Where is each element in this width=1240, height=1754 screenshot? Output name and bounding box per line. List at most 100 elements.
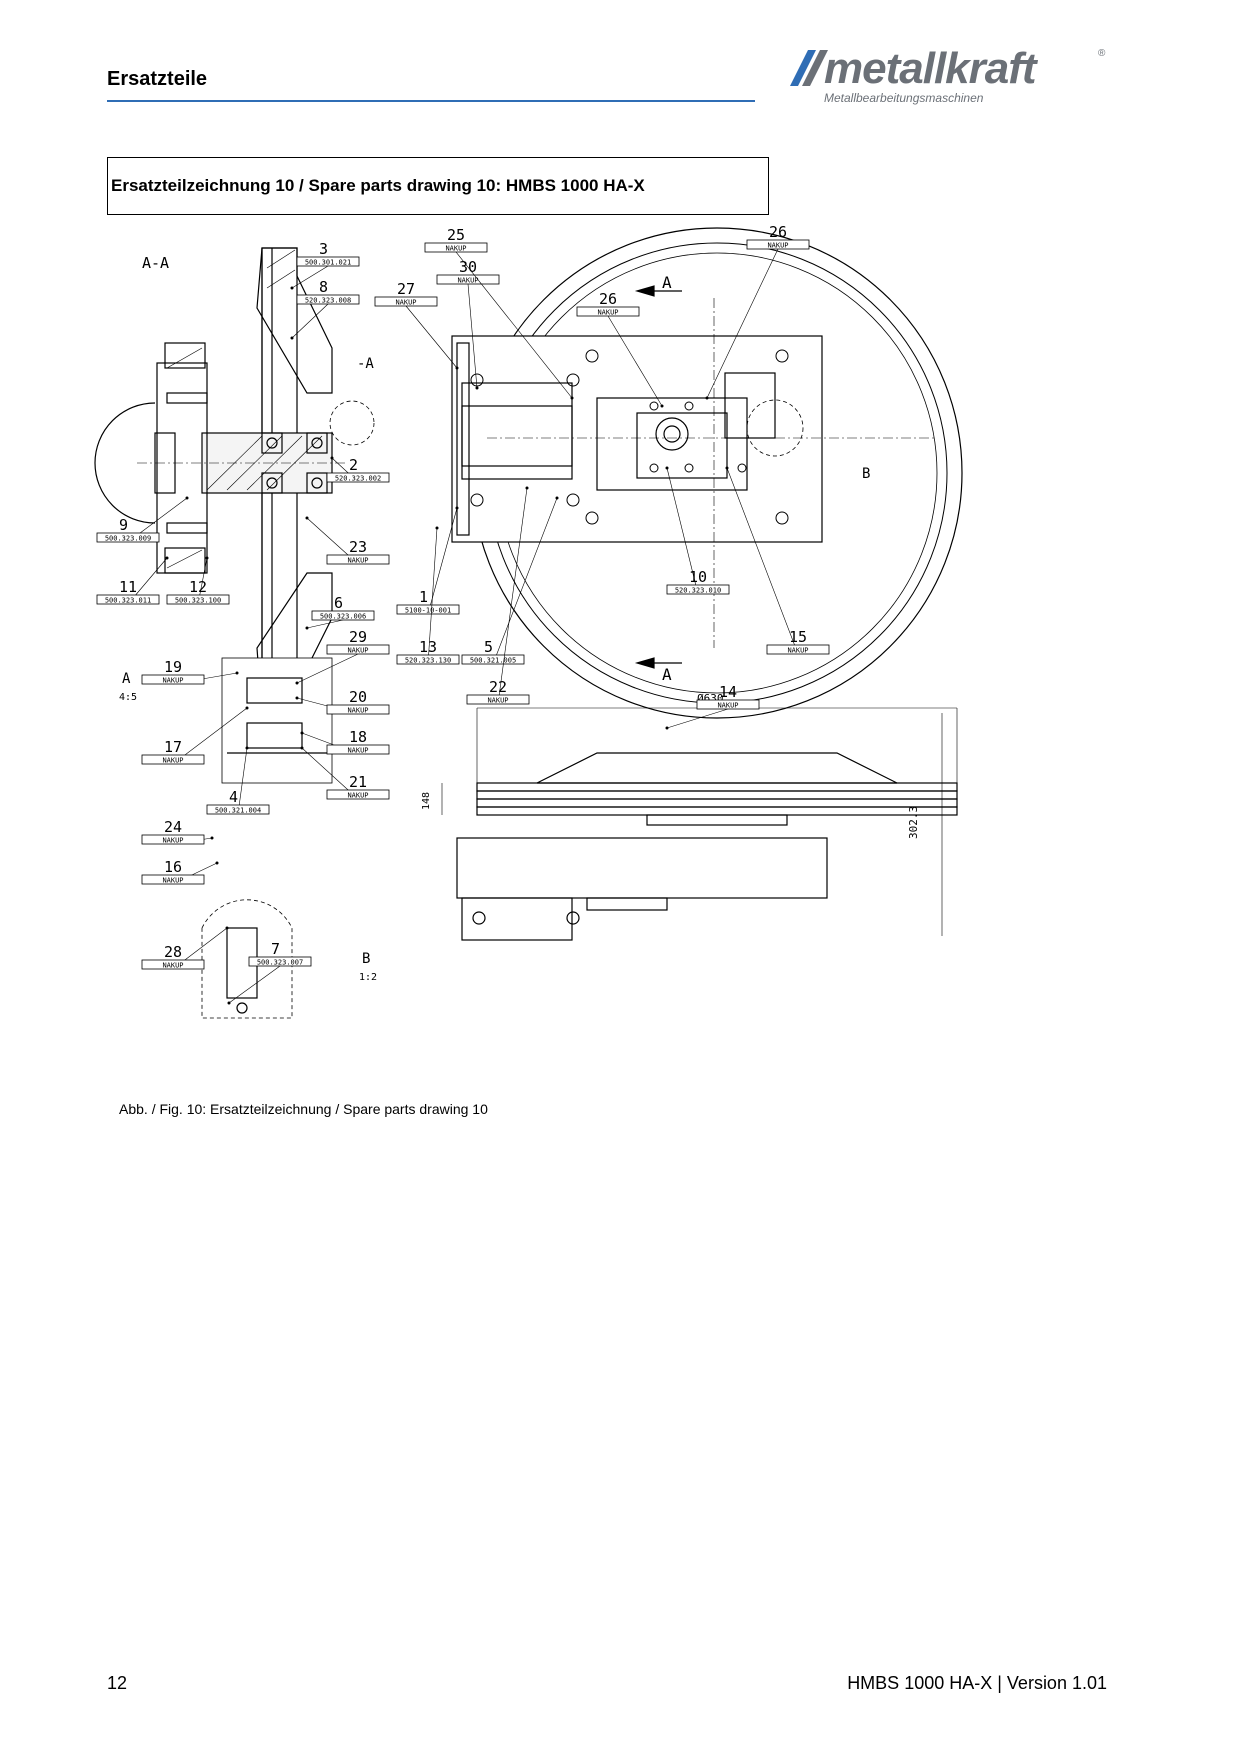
logo-tagline: Metallbearbeitungsmaschinen — [824, 91, 984, 105]
callout-number: 16 — [164, 858, 182, 876]
callout-code-box — [96, 532, 160, 543]
callout-code: NAKUP — [487, 697, 508, 705]
callout-code-box — [141, 754, 205, 765]
callout-code-box — [326, 789, 390, 800]
callout-leader-dot — [235, 671, 239, 675]
callout-number: 26 — [769, 223, 787, 241]
callout-code: NAKUP — [347, 557, 368, 565]
callout-code-box — [326, 704, 390, 715]
callout-leader — [726, 467, 799, 655]
callout-leader-dot — [705, 396, 709, 400]
callout-leader-dot — [725, 466, 729, 470]
callout-leader-dot — [455, 366, 459, 370]
callout-number: 24 — [164, 818, 182, 836]
callout-number: 1 — [419, 588, 428, 606]
callout-code: NAKUP — [347, 707, 368, 715]
drawing-svg: A-A -A — [94, 223, 963, 1019]
callout-code: NAKUP — [347, 647, 368, 655]
callout-code-box — [696, 699, 760, 710]
cut-marker-bottom: A — [662, 665, 672, 684]
callout-code-box — [746, 239, 810, 250]
dim-side: 148 — [421, 792, 432, 810]
callout-leader-dot — [210, 836, 214, 840]
callout-leader-dot — [525, 486, 529, 490]
document-version: HMBS 1000 HA-X | Version 1.01 — [847, 1673, 1107, 1693]
callout-number: 4 — [229, 788, 238, 806]
dim-height: 302.3 — [907, 806, 920, 839]
callout-leader-dot — [665, 726, 669, 730]
callout-code: 500.323.100 — [175, 597, 221, 605]
callout-code-box — [576, 306, 640, 317]
callout-code-box — [326, 744, 390, 755]
callout-leader-dot — [290, 286, 294, 290]
callout-code-box — [141, 674, 205, 685]
callout-leader-dot — [165, 556, 169, 560]
callout-number: 20 — [349, 688, 367, 706]
callout-leader — [455, 251, 573, 399]
callout-leader — [306, 619, 344, 629]
figure-caption: Abb. / Fig. 10: Ersatzteilzeichnung / Sp… — [119, 1101, 488, 1117]
callout-code: NAKUP — [162, 837, 183, 845]
callout-code: NAKUP — [162, 757, 183, 765]
callout-code-box — [96, 594, 160, 605]
callout-leader-dot — [185, 496, 189, 500]
callout-number: 11 — [119, 578, 137, 596]
callout-code: NAKUP — [767, 242, 788, 250]
callout-number: 10 — [689, 568, 707, 586]
callout-code: 500.323.009 — [105, 535, 151, 543]
callout-leader-dot — [290, 336, 294, 340]
callout-leader-dot — [205, 556, 209, 560]
callout-code-box — [296, 294, 360, 305]
callout-code-box — [326, 472, 390, 483]
callout-leader — [607, 315, 663, 407]
callout-code-box — [248, 956, 312, 967]
callout-code: 500.301.021 — [305, 259, 351, 267]
callout-code: NAKUP — [597, 309, 618, 317]
logo-registered-mark: ® — [1098, 48, 1106, 59]
svg-text:-A: -A — [357, 356, 374, 372]
callout-number: 18 — [349, 728, 367, 746]
callout-code: NAKUP — [445, 245, 466, 253]
callout-number: 28 — [164, 943, 182, 961]
callout-code: NAKUP — [457, 277, 478, 285]
callout-code-box — [666, 584, 730, 595]
section-title: Ersatzteile — [107, 68, 208, 90]
page-number: 12 — [107, 1673, 128, 1693]
callout-leader-dot — [305, 516, 309, 520]
callout-leader-dot — [295, 696, 299, 700]
callout-code: NAKUP — [717, 702, 738, 710]
cut-marker-top: A — [662, 273, 672, 292]
callout-number: 21 — [349, 773, 367, 791]
callout-code: NAKUP — [395, 299, 416, 307]
callout-code: 500.321.005 — [470, 657, 516, 665]
callout-number: 27 — [397, 280, 415, 298]
callout-code: NAKUP — [162, 962, 183, 970]
callout-leader — [291, 265, 329, 289]
callout-code-box — [374, 296, 438, 307]
callout-code-box — [311, 610, 375, 621]
callout-leader-dot — [225, 926, 229, 930]
callout-leader-dot — [245, 746, 249, 750]
callout-number: 6 — [334, 594, 343, 612]
callout-leader-dot — [435, 526, 439, 530]
callout-leader — [237, 747, 248, 815]
callout-number: 5 — [484, 638, 493, 656]
callout-number: 26 — [599, 290, 617, 308]
callout-code: NAKUP — [787, 647, 808, 655]
callout-code-box — [296, 256, 360, 267]
callouts-group: 500.301.0213520.323.0088NAKUP27NAKUP30NA… — [96, 223, 830, 1005]
